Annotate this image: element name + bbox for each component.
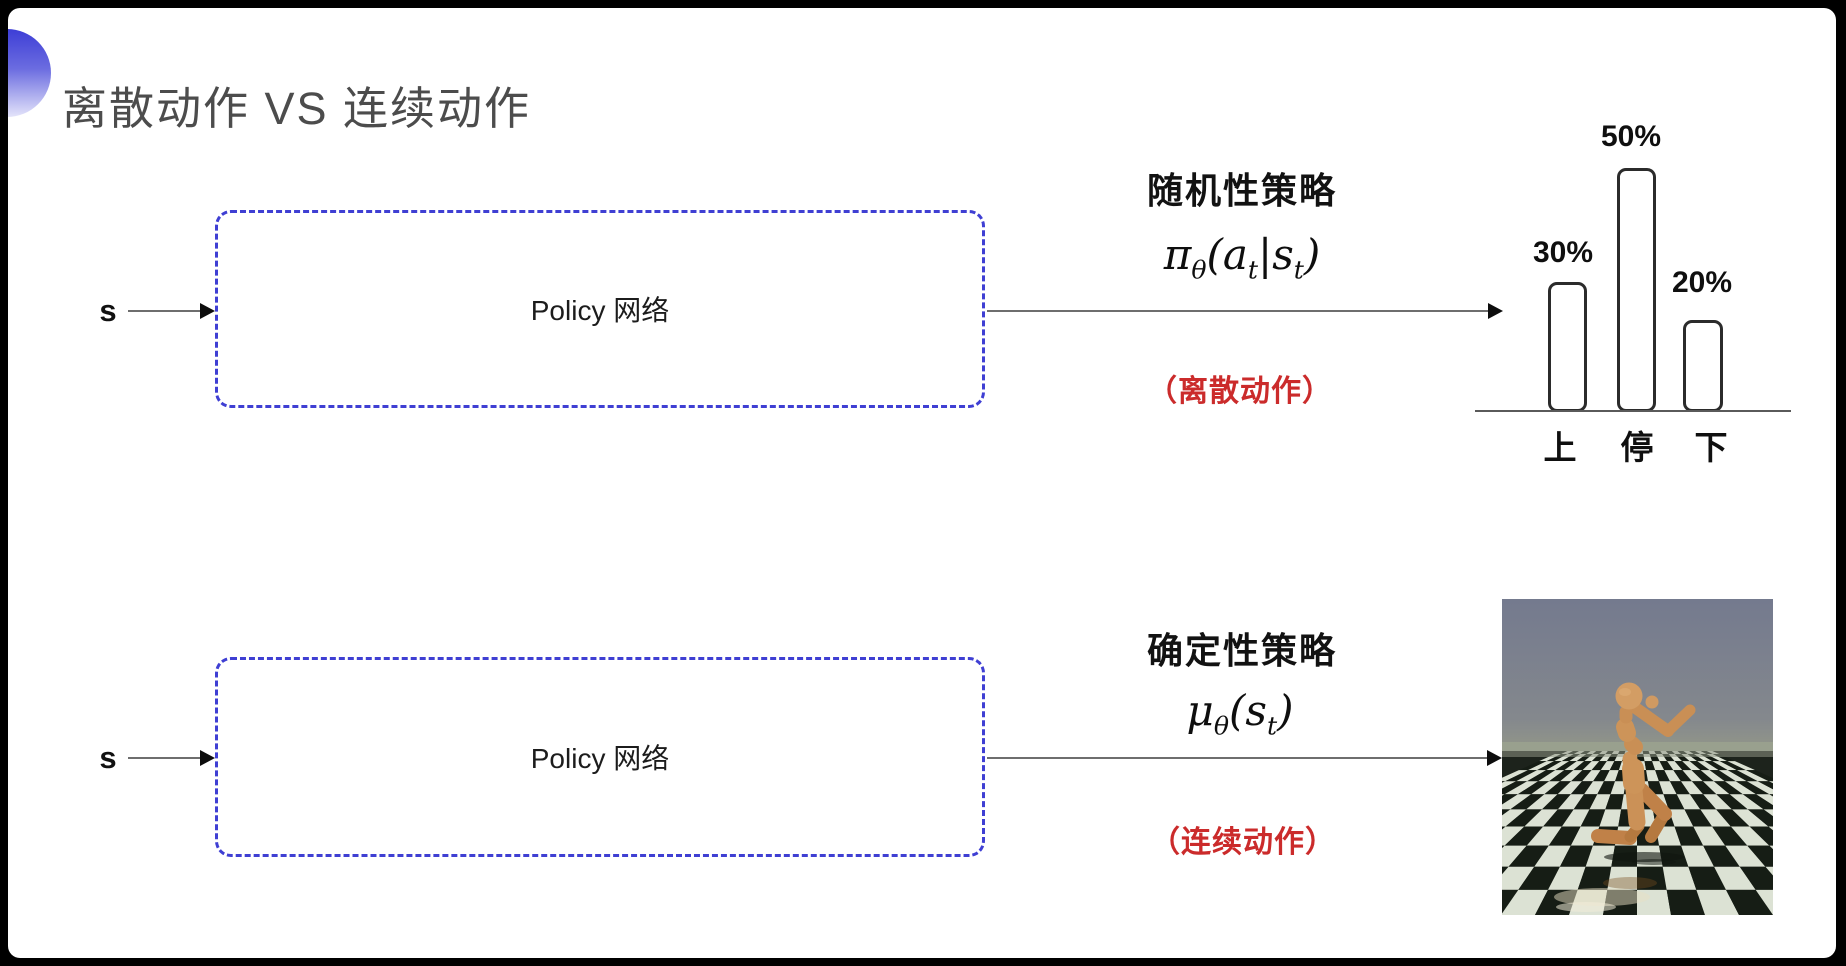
bar-up xyxy=(1548,282,1587,412)
chart-baseline xyxy=(1475,410,1791,412)
state-input-label-bottom: s xyxy=(99,740,117,775)
arrow-shaft xyxy=(128,310,204,312)
bar-category-label: 停 xyxy=(1620,429,1654,466)
policy-type-label-top: 随机性策略 xyxy=(1146,170,1337,211)
formula-symbol: μ xyxy=(1186,686,1214,735)
formula-symbol: (a xyxy=(1206,230,1248,279)
arrow-head-icon xyxy=(200,303,215,319)
formula-symbol: ) xyxy=(1277,686,1294,735)
arrow-shaft xyxy=(128,757,204,759)
formula-subscript: t xyxy=(1247,255,1259,285)
formula-subscript: θ xyxy=(1213,711,1229,741)
policy-network-label-bottom: Policy 网络 xyxy=(530,743,670,774)
formula-symbol: (s xyxy=(1229,686,1267,735)
formula-symbol: ) xyxy=(1303,230,1321,279)
arrow-shaft xyxy=(987,757,1491,759)
bar-value-label: 30% xyxy=(1532,236,1594,269)
policy-type-label-bottom: 确定性策略 xyxy=(1146,630,1337,671)
humanoid-simulation-svg xyxy=(1457,599,1817,915)
arrow-head-icon xyxy=(200,750,215,766)
formula-subscript: t xyxy=(1293,255,1304,285)
arrow-shaft xyxy=(987,310,1492,312)
action-type-note-top: （离散动作） xyxy=(1147,375,1333,408)
formula-symbol: π xyxy=(1163,230,1192,279)
slide: 离散动作 VS 连续动作 s Policy 网络 随机性策略 πθ(at|st)… xyxy=(8,8,1836,958)
policy-network-box-top: Policy 网络 xyxy=(215,210,985,408)
bar-category-label: 下 xyxy=(1694,429,1728,466)
bar-value-label: 20% xyxy=(1671,266,1733,299)
humanoid-simulation-image xyxy=(1457,599,1817,915)
formula-symbol: |s xyxy=(1258,230,1294,279)
page-title: 离散动作 VS 连续动作 xyxy=(62,83,532,135)
bar-down xyxy=(1683,320,1723,412)
formula-subscript: t xyxy=(1266,711,1278,741)
formula-subscript: θ xyxy=(1191,255,1207,285)
arrow-head-icon xyxy=(1487,750,1502,766)
title-bullet-icon xyxy=(8,29,51,117)
policy-formula-bottom: μθ(st) xyxy=(1040,686,1440,740)
bar-value-label: 50% xyxy=(1600,120,1662,153)
policy-formula-top: πθ(at|st) xyxy=(1042,230,1442,284)
policy-network-box-bottom: Policy 网络 xyxy=(215,657,985,857)
action-type-note-bottom: （连续动作） xyxy=(1150,826,1336,859)
policy-network-label-top: Policy 网络 xyxy=(530,295,670,326)
state-input-label-top: s xyxy=(99,293,117,328)
bar-stop xyxy=(1617,168,1656,412)
arrow-head-icon xyxy=(1488,303,1503,319)
bar-category-label: 上 xyxy=(1543,429,1577,466)
